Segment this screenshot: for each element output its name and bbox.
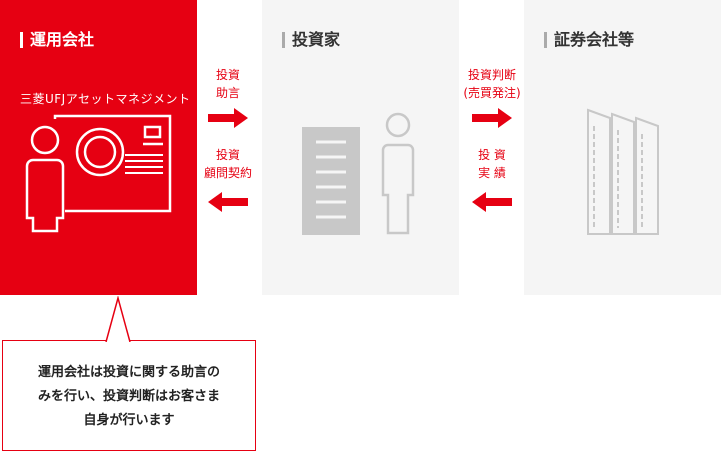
note-callout: 運用会社は投資に関する助言の みを行い、投資判断はお客さま 自身が行います [2,340,256,451]
asset-manager-panel: 運用会社 三菱UFJアセットマネジメント [0,0,197,295]
securities-panel: 証券会社等 [524,0,721,295]
investor-icon [302,112,415,235]
callout-text: 運用会社は投資に関する助言の みを行い、投資判断はお客さま 自身が行います [37,365,220,428]
arrow-left-icon [208,192,248,212]
panel-title: 運用会社 [20,30,94,50]
arrow-right-icon [472,108,512,128]
panel-title: 証券会社等 [544,30,634,50]
company-name: 三菱UFJアセットマネジメント [20,92,191,106]
office-buildings-icon [587,108,659,235]
arrow-right-icon [208,108,248,128]
investor-panel: 投資家 [262,0,459,295]
callout-pointer [105,296,131,342]
investment-advice-label: 投資 助言 [215,68,240,100]
advisory-contract-label: 投資 顧問契約 [203,148,252,180]
panel-title: 投資家 [282,30,340,50]
arrow-left-icon [472,192,512,212]
investment-results-label: 投 資 実 績 [478,148,506,180]
investment-decision-label: 投資判断 (売買発注) [463,68,521,100]
presenter-icon [25,114,172,233]
